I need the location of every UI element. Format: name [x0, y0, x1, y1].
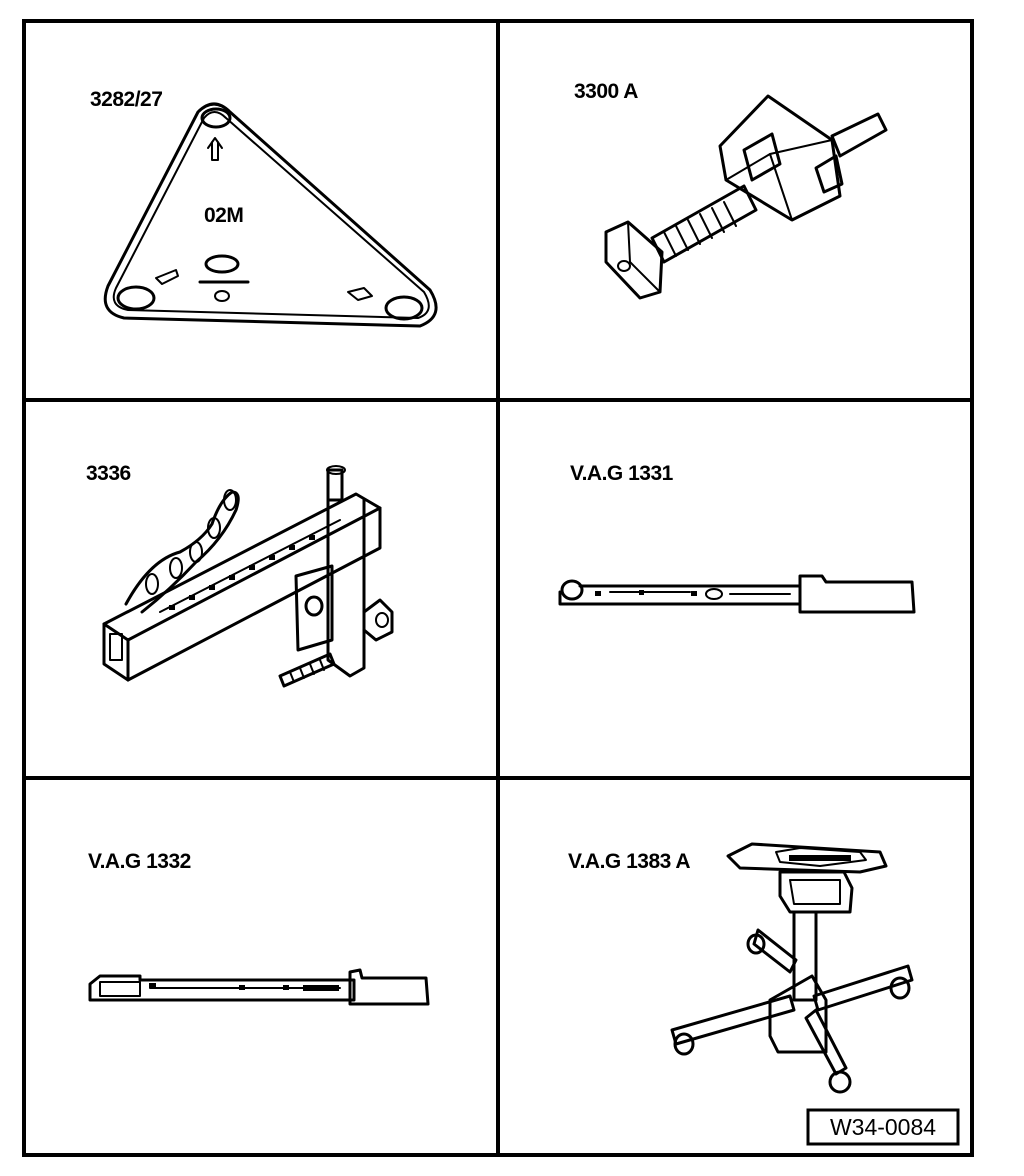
tool-cell-3: 3336 [86, 462, 394, 688]
transmission-jack-icon [670, 842, 914, 1094]
tool-label: 3300 A [574, 80, 638, 103]
tool-label: 3282/27 [90, 88, 162, 111]
torque-wrench-icon [88, 968, 430, 1006]
tool-label: V.A.G 1383 A [568, 850, 690, 873]
tool-grid [22, 19, 974, 1157]
tool-marking: 02M [204, 204, 243, 227]
figure-id: W34-0084 [830, 1114, 936, 1140]
figure-id-stamp: W34-0084 [806, 1108, 960, 1146]
tool-cell-4: V.A.G 1331 [558, 462, 916, 614]
tool-cell-6: V.A.G 1383 A [568, 842, 914, 1094]
tool-cell-5: V.A.G 1332 [88, 850, 430, 1006]
tool-cell-2: 3300 A [574, 80, 888, 300]
threaded-spindle-tool-icon [604, 94, 888, 300]
triangular-adapter-plate-icon [103, 102, 438, 328]
tool-cell-1: 3282/27 02M [90, 88, 438, 328]
tool-label: 3336 [86, 462, 131, 485]
engine-support-bracket-icon [102, 465, 394, 688]
tool-label: V.A.G 1331 [570, 462, 674, 485]
tool-label: V.A.G 1332 [88, 850, 191, 873]
torque-wrench-icon [558, 574, 916, 614]
